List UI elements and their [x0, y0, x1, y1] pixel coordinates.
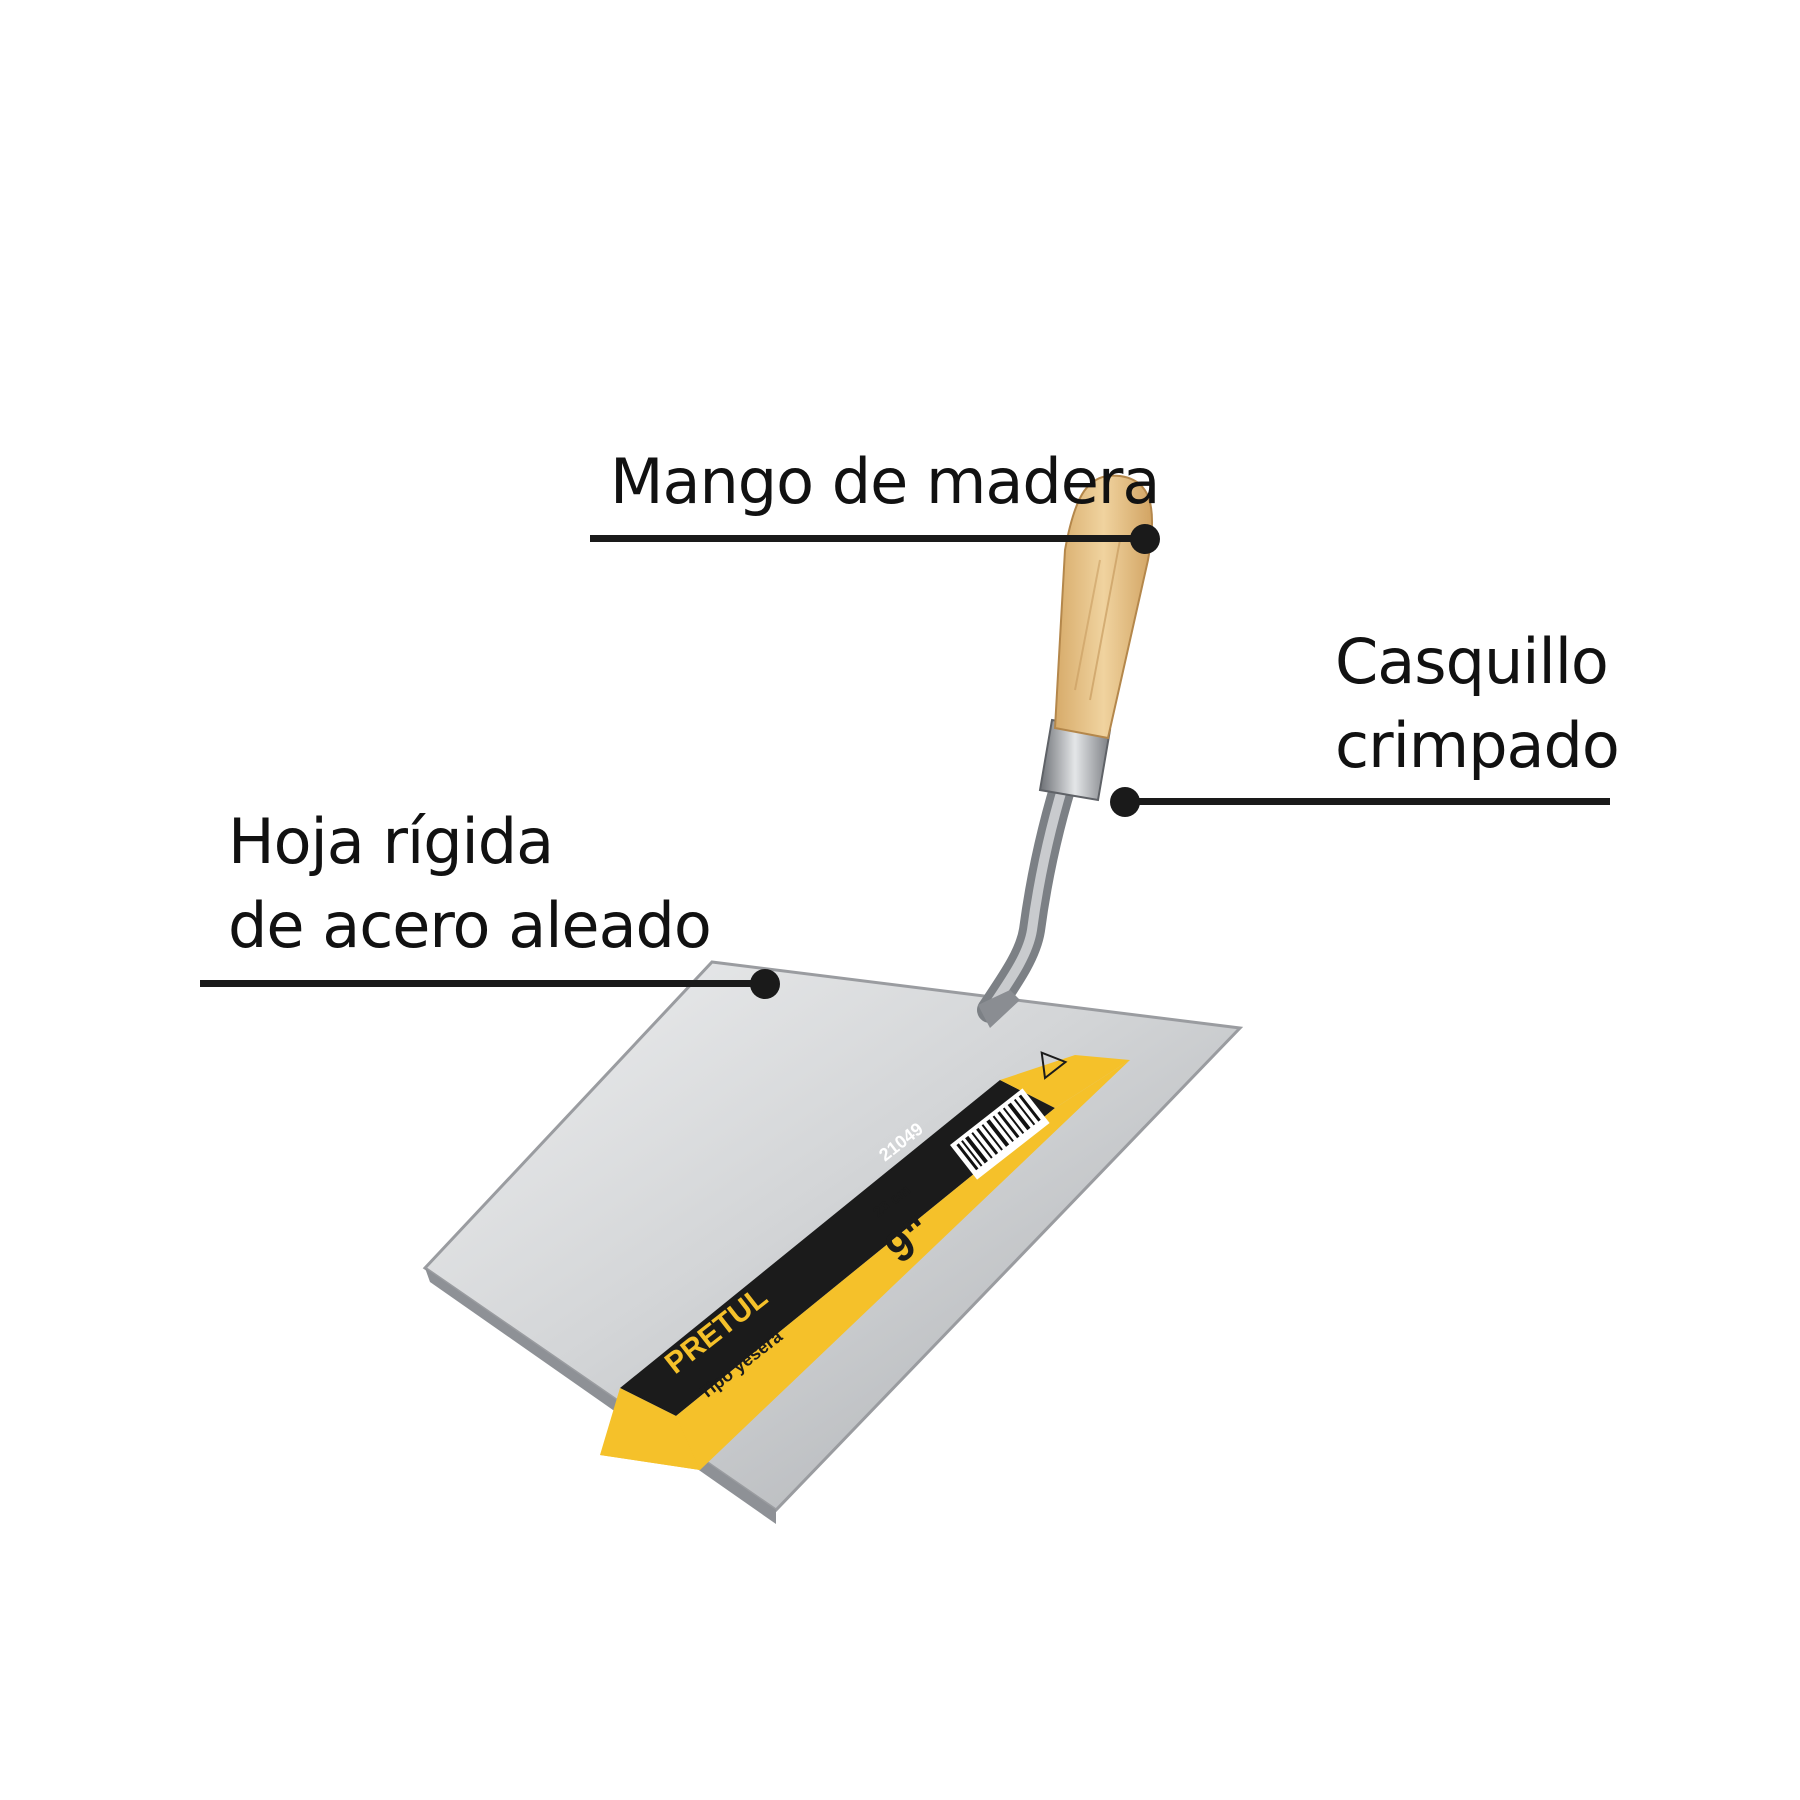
steel-shank [977, 757, 1081, 1028]
callout-casquillo-line1: Casquillo [1335, 625, 1609, 698]
callout-casquillo-label: Casquillo crimpado [1335, 620, 1620, 788]
callout-mango-dot [1130, 524, 1160, 554]
callout-mango-line1: Mango de madera [610, 445, 1160, 518]
callout-hoja-label: Hoja rígida de acero aleado [228, 800, 712, 968]
callout-hoja-dot [750, 969, 780, 999]
callout-casquillo-line2: crimpado [1335, 709, 1620, 782]
callout-hoja-line2: de acero aleado [228, 889, 712, 962]
callout-casquillo-line [1125, 798, 1610, 805]
barcode [950, 1088, 1050, 1180]
callout-casquillo-dot [1110, 787, 1140, 817]
callout-hoja-line1: Hoja rígida [228, 805, 554, 878]
callout-mango-line [590, 535, 1145, 542]
callout-mango-label: Mango de madera [610, 440, 1160, 524]
warning-icon [1040, 1051, 1068, 1080]
callout-hoja-line [200, 980, 765, 987]
